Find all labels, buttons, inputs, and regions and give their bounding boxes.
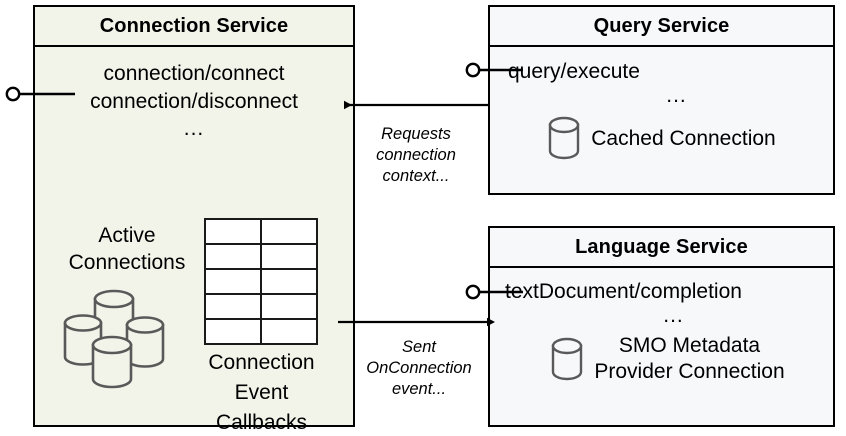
database-cylinder-icon — [550, 336, 584, 382]
operation-ellipsis: ... — [666, 83, 687, 107]
language-service-title: Language Service — [490, 228, 833, 268]
operation-item: query/execute — [508, 60, 640, 83]
active-connections-label-line2: Connections — [68, 251, 186, 274]
query-service-title: Query Service — [490, 7, 833, 47]
callbacks-grid — [204, 218, 318, 345]
database-cylinder-icon — [547, 115, 581, 161]
cached-connection-artifact: Cached Connection — [547, 115, 776, 161]
component-language-service[interactable]: Language Service textDocument/completion… — [488, 226, 835, 427]
table-cell — [260, 293, 318, 320]
component-query-service[interactable]: Query Service query/execute ... Cached C… — [488, 5, 835, 195]
edge-label-line2: OnConnection — [366, 359, 472, 378]
operation-item: textDocument/completion — [505, 280, 742, 303]
connection-service-title: Connection Service — [35, 7, 353, 47]
cached-connection-label: Cached Connection — [591, 126, 776, 150]
query-service-body: query/execute ... Cached Connection — [490, 47, 833, 193]
callbacks-label-line2: Event — [234, 381, 289, 404]
database-cluster-icon — [57, 283, 177, 389]
table-row — [204, 318, 318, 345]
edge-label-line1: Sent — [402, 338, 436, 356]
table-cell — [204, 318, 262, 345]
table-cell — [204, 293, 262, 320]
table-cell — [204, 268, 262, 295]
table-row — [204, 293, 318, 320]
callbacks-label-line3: Callbacks — [215, 411, 308, 434]
edge-label-line2: connection — [376, 146, 456, 165]
table-cell — [204, 243, 262, 270]
active-connections-label-line1: Active — [98, 224, 156, 247]
table-row — [204, 268, 318, 295]
component-connection-service[interactable]: Connection Service connection/connect co… — [33, 5, 355, 434]
callbacks-label-line1: Connection — [208, 351, 315, 374]
connection-service-operations: connection/connect connection/disconnect… — [35, 60, 353, 143]
table-cell — [260, 318, 318, 345]
table-row — [204, 218, 318, 245]
query-service-operations: query/execute — [472, 58, 846, 86]
edge-label-line1: Requests — [381, 125, 451, 143]
table-cell — [260, 243, 318, 270]
operation-ellipsis: ... — [183, 117, 205, 141]
table-cell — [260, 268, 318, 295]
table-cell — [260, 218, 318, 245]
smo-metadata-labels: SMO Metadata Provider Connection — [594, 333, 784, 383]
connection-service-body: connection/connect connection/disconnect… — [35, 47, 353, 434]
smo-metadata-artifact: SMO Metadata Provider Connection — [538, 333, 785, 383]
grid-table-icon — [204, 218, 318, 345]
language-service-operations: textDocument/completion — [475, 278, 846, 306]
connection-service-internals: Active Connections — [35, 47, 353, 434]
operation-ellipsis: ... — [663, 303, 684, 327]
operation-item: connection/disconnect — [90, 89, 298, 113]
smo-metadata-label-line2: Provider Connection — [594, 359, 785, 383]
language-service-body: textDocument/completion ... SMO Metadata… — [490, 268, 833, 425]
smo-metadata-label-line1: SMO Metadata — [618, 334, 761, 358]
table-cell — [204, 218, 262, 245]
operation-item: connection/connect — [103, 62, 285, 85]
edge-label-line3: event... — [391, 380, 447, 399]
edge-label-connection-to-language: Sent OnConnection event... — [355, 337, 483, 400]
edge-label-query-to-connection: Requests connection context... — [356, 124, 476, 187]
edge-label-line3: context... — [382, 167, 450, 186]
table-row — [204, 243, 318, 270]
